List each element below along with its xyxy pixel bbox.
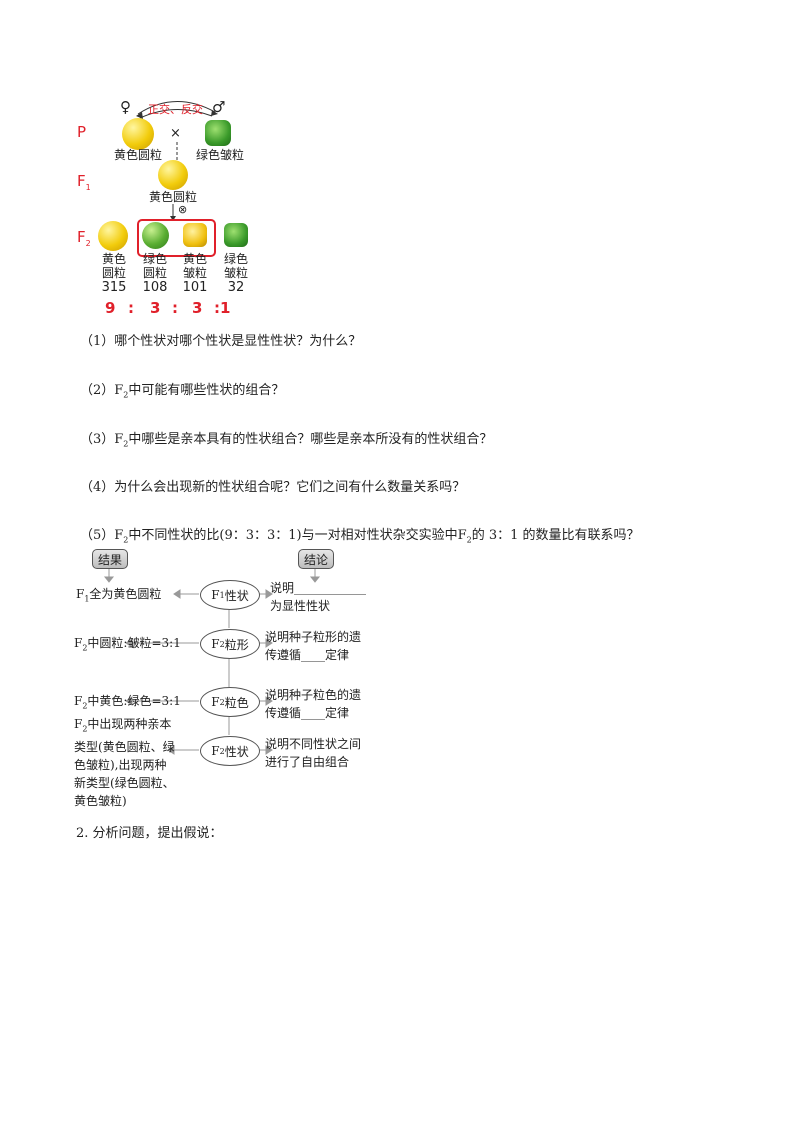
f2-count-3: 101 — [182, 280, 208, 295]
p-left-label: 黄色圆粒 — [113, 148, 162, 162]
f1-to-f2-arrow — [170, 204, 176, 221]
ratio-9: 9 — [105, 299, 116, 317]
f2-label-4: 绿色皱粒 — [223, 252, 248, 280]
question-5: （5）F2中不同性状的比(9：3：3：1)与一对相对性状杂交实验中F2的 3：1… — [80, 528, 640, 545]
conclusion-row-2: 说明种子粒形的遗传遵循____定律 — [265, 630, 362, 662]
f2-green-wrinkled-pea — [224, 223, 248, 247]
ratio-3b: 3 — [192, 299, 203, 317]
self-symbol: ⊗ — [178, 203, 188, 216]
f2-count-4: 32 — [227, 280, 245, 295]
question-1: （1）哪个性状对哪个性状是显性性状？为什么？ — [80, 334, 362, 349]
f2-count-2: 108 — [142, 280, 168, 295]
result-row-2: F2中圆粒:皱粒=3:1 — [74, 636, 181, 653]
green-wrinkled-pea-p — [205, 120, 231, 146]
result-row-4: F2中出现两种亲本 类型(黄色圆粒、绿 色皱粒),出现两种 新类型(绿色圆粒、 … — [74, 717, 175, 809]
male-symbol: ♂ — [212, 98, 226, 116]
f2-green-round-pea — [142, 222, 169, 249]
f2-label-2: 绿色圆粒 — [142, 252, 167, 280]
result-row-3: F2中黄色:绿色=3:1 — [74, 694, 181, 711]
tag-conclusion: 结论 — [298, 549, 334, 569]
f2-yellow-round-pea — [98, 221, 128, 251]
question-4: （4）为什么会出现新的性状组合呢？它们之间有什么数量关系吗？ — [80, 480, 466, 495]
recombinant-highlight-box — [137, 219, 216, 257]
gen-f1-label: F1 — [77, 172, 91, 192]
ratio-1: :1 — [214, 299, 231, 317]
ratio-3a: 3 — [150, 299, 161, 317]
f2-count-1: 315 — [101, 280, 127, 295]
conclusion-row-4: 说明不同性状之间进行了自由组合 — [265, 737, 362, 769]
yellow-round-pea-p — [122, 118, 154, 150]
f2-yellow-wrinkled-pea — [183, 223, 207, 247]
f1-label: 黄色圆粒 — [148, 190, 197, 204]
ratio-colon-2: : — [172, 299, 178, 317]
female-symbol: ♀ — [120, 98, 131, 116]
f2-label-1: 黄色圆粒 — [101, 252, 126, 280]
conclusion-row-3: 说明种子粒色的遗传遵循____定律 — [265, 688, 362, 720]
reciprocal-arrows — [136, 101, 218, 119]
f2-label-3: 黄色皱粒 — [182, 252, 207, 280]
reciprocal-label: 正交、反交 — [148, 103, 203, 116]
question-2: （2）F2中可能有哪些性状的组合？ — [80, 383, 285, 400]
p-right-label: 绿色皱粒 — [195, 148, 244, 162]
flow-connectors — [103, 569, 321, 755]
question-3: （3）F2中哪些是亲本具有的性状组合？哪些是亲本所没有的性状组合？ — [80, 432, 493, 449]
gen-f2-label: F2 — [77, 228, 91, 248]
gen-p-label: P — [77, 123, 87, 141]
yellow-round-pea-f1 — [158, 160, 188, 190]
section-2-heading: 2. 分析问题，提出假说： — [76, 826, 223, 841]
cross-symbol: × — [170, 126, 181, 141]
ratio-colon-1: : — [128, 299, 134, 317]
tag-result: 结果 — [92, 549, 128, 569]
result-row-1: F1全为黄色圆粒 — [76, 587, 162, 604]
conclusion-row-1: 说明____________为显性性状 — [270, 581, 367, 613]
p-to-f1-line — [176, 142, 178, 162]
